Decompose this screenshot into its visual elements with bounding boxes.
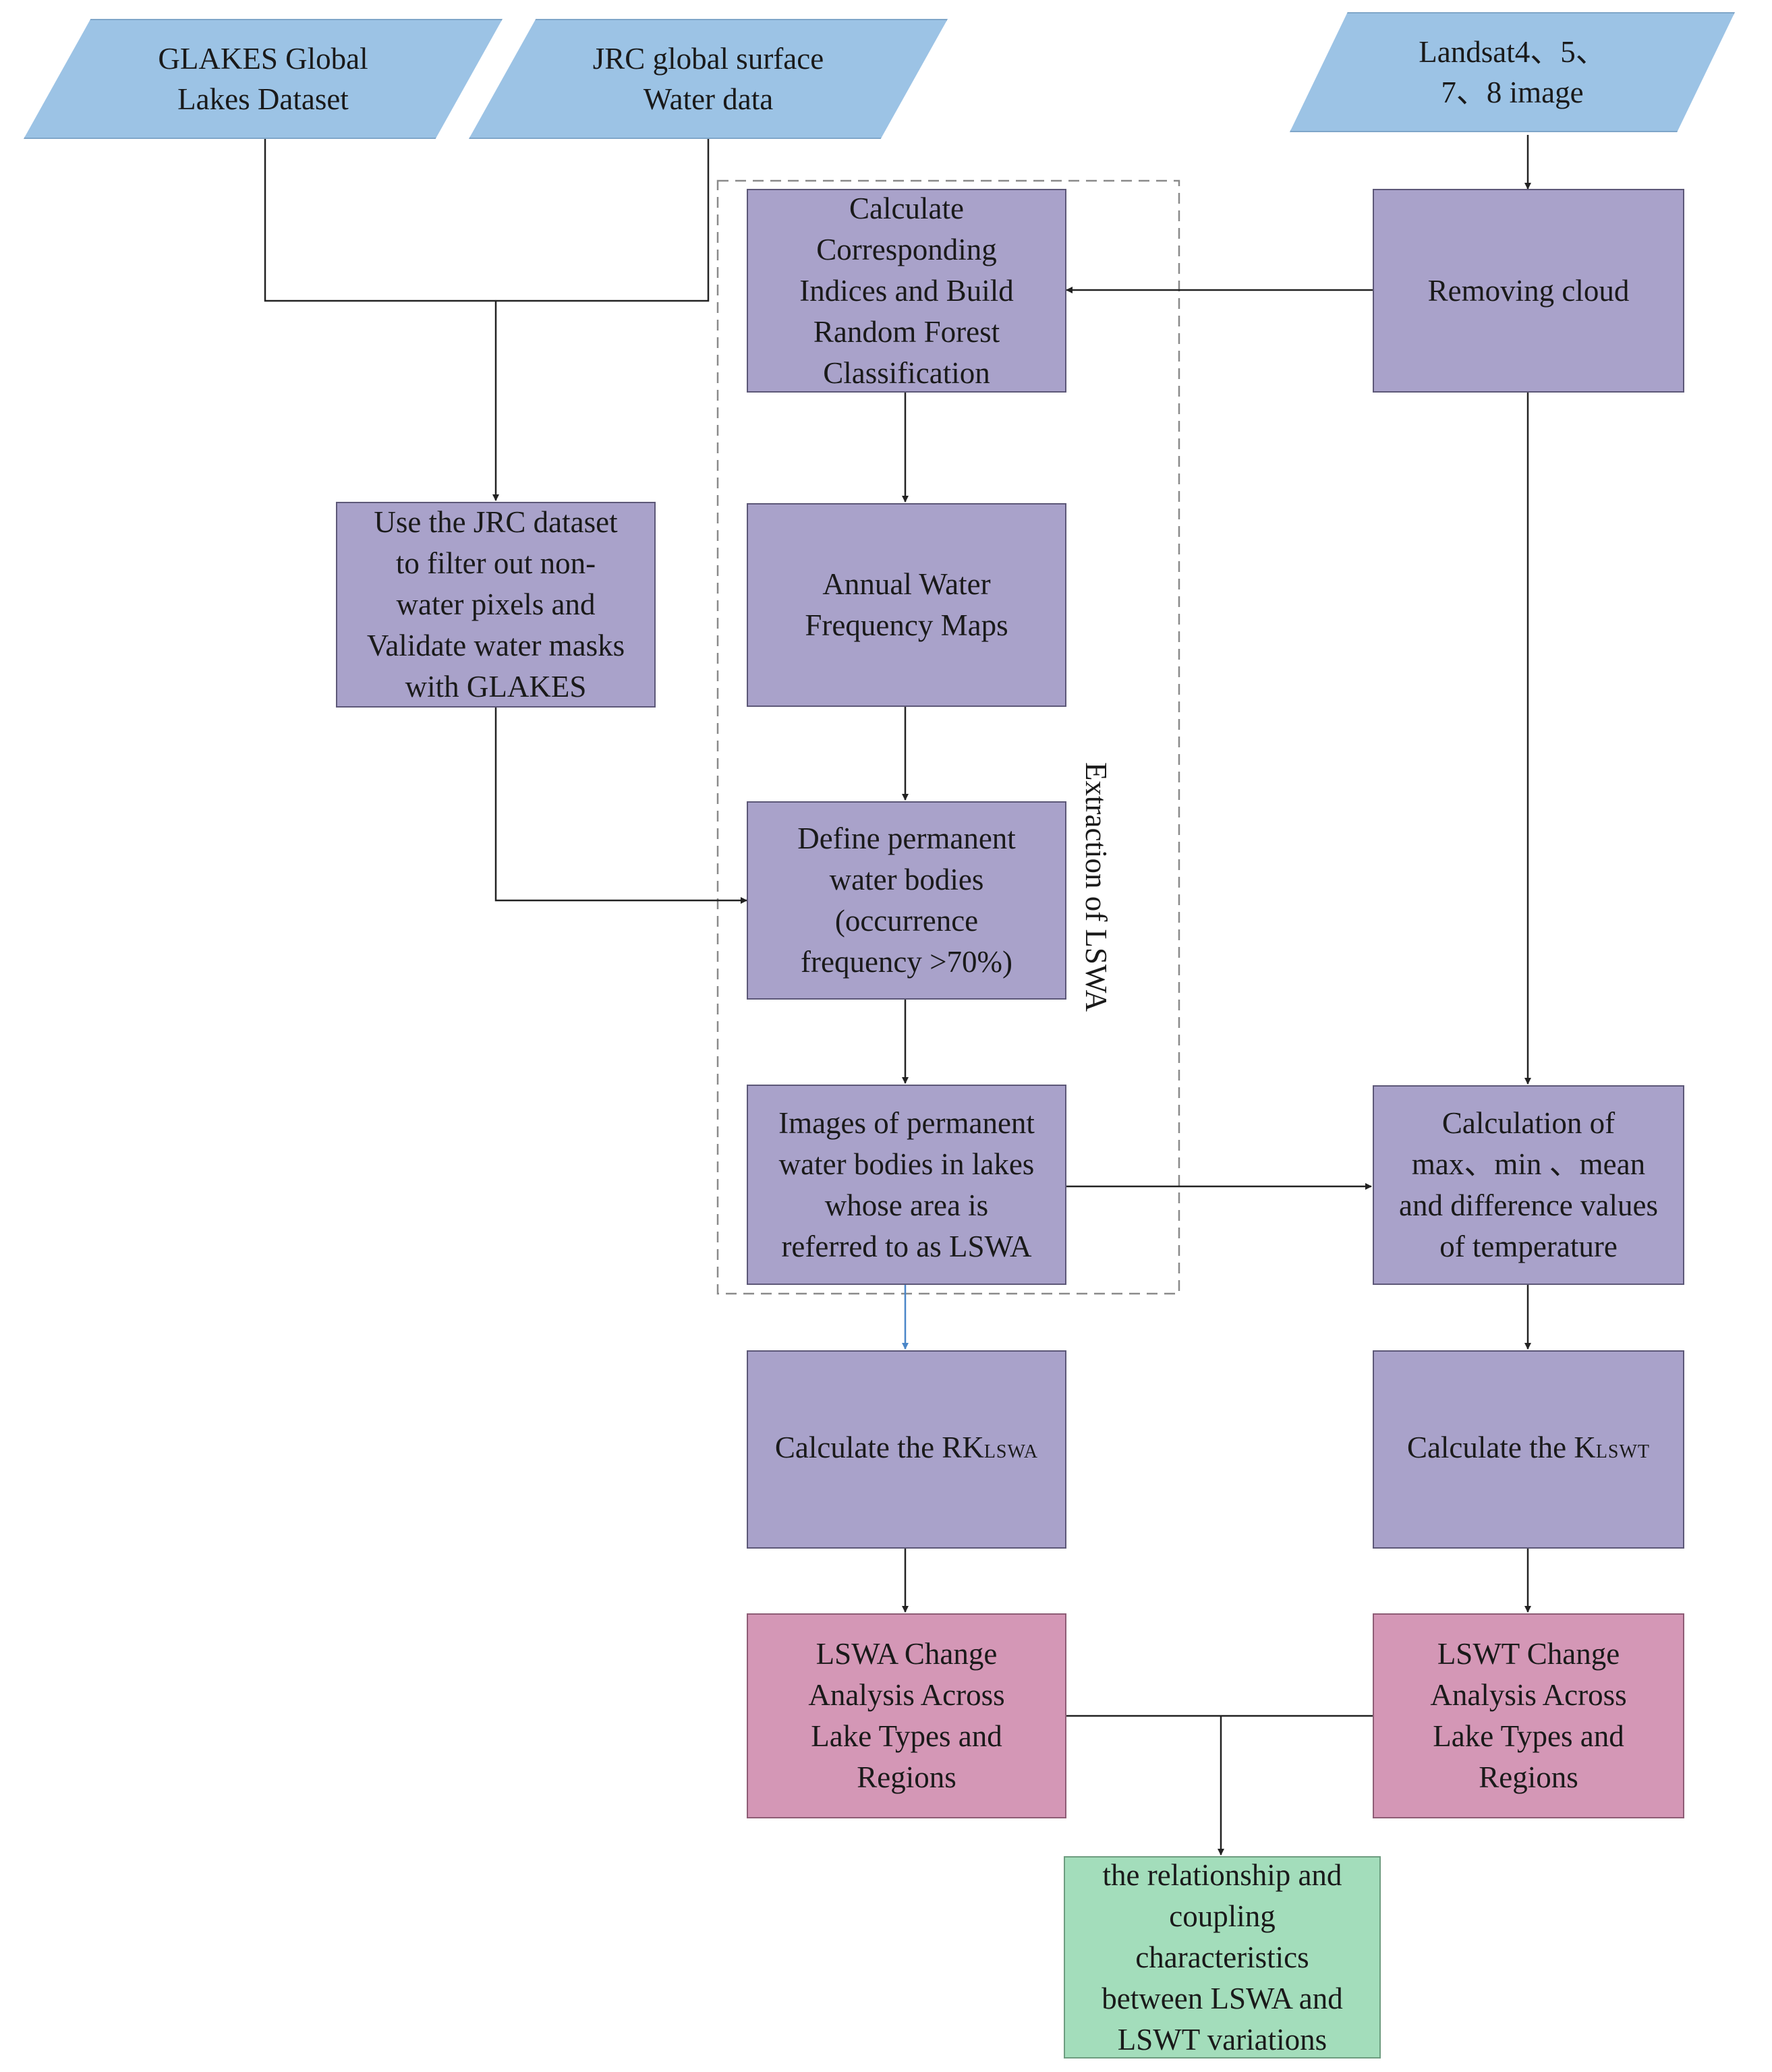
images-permanent-water-box: Images of permanent water bodies in lake… [747, 1085, 1066, 1285]
temperature-calculation-label: Calculation of max、min 、mean and differe… [1399, 1106, 1658, 1263]
lswa-extraction-region [716, 179, 1180, 1295]
landsat-image-label: Landsat4、5、 7、8 image [1419, 35, 1606, 109]
calculate-k-lswt-box: Calculate the KLSWT [1373, 1350, 1684, 1549]
calculate-k-lswt-label: Calculate the KLSWT [1407, 1427, 1650, 1472]
use-jrc-dataset-label: Use the JRC dataset to filter out non- w… [366, 505, 625, 703]
rk-subscript: LSWA [983, 1441, 1039, 1462]
annual-water-frequency-box: Annual Water Frequency Maps [747, 503, 1066, 707]
calculate-indices-box: Calculate Corresponding Indices and Buil… [747, 189, 1066, 393]
calculate-rk-text: Calculate the RK [774, 1430, 984, 1464]
define-permanent-water-label: Define permanent water bodies (occurrenc… [797, 822, 1016, 979]
temperature-calculation-box: Calculation of max、min 、mean and differe… [1373, 1085, 1684, 1285]
lswa-change-analysis-box: LSWA Change Analysis Across Lake Types a… [747, 1613, 1066, 1818]
relationship-coupling-result-box: the relationship and coupling characteri… [1064, 1856, 1381, 2059]
landsat-image-input: Landsat4、5、 7、8 image [1290, 12, 1735, 132]
lswa-change-analysis-label: LSWA Change Analysis Across Lake Types a… [808, 1637, 1005, 1794]
calculate-k-text: Calculate the K [1406, 1430, 1596, 1464]
relationship-coupling-result-label: the relationship and coupling characteri… [1102, 1858, 1343, 2056]
calculate-indices-label: Calculate Corresponding Indices and Buil… [799, 191, 1014, 390]
k-subscript: LSWT [1595, 1441, 1651, 1462]
calculate-rk-lswa-box: Calculate the RKLSWA [747, 1350, 1066, 1549]
use-jrc-to-define-arrow [494, 708, 747, 904]
glakes-dataset-input: GLAKES Global Lakes Dataset [24, 19, 503, 139]
jrc-water-data-label: JRC global surface Water data [592, 42, 824, 116]
images-permanent-water-label: Images of permanent water bodies in lake… [778, 1105, 1035, 1263]
lswt-change-analysis-box: LSWT Change Analysis Across Lake Types a… [1373, 1613, 1684, 1818]
lswt-change-analysis-label: LSWT Change Analysis Across Lake Types a… [1430, 1637, 1627, 1794]
annual-water-frequency-label: Annual Water Frequency Maps [805, 567, 1008, 642]
glakes-line [264, 138, 496, 302]
use-jrc-dataset-box: Use the JRC dataset to filter out non- w… [336, 502, 656, 708]
removing-cloud-label: Removing cloud [1427, 273, 1630, 308]
extraction-of-lswa-label: Extraction of LSWA [1079, 762, 1113, 1012]
jrc-line [496, 138, 710, 302]
removing-cloud-box: Removing cloud [1373, 189, 1684, 393]
calculate-rk-lswa-label: Calculate the RKLSWA [775, 1427, 1038, 1472]
define-permanent-water-box: Define permanent water bodies (occurrenc… [747, 801, 1066, 1000]
glakes-dataset-label: GLAKES Global Lakes Dataset [158, 42, 368, 116]
jrc-water-data-input: JRC global surface Water data [469, 19, 948, 139]
